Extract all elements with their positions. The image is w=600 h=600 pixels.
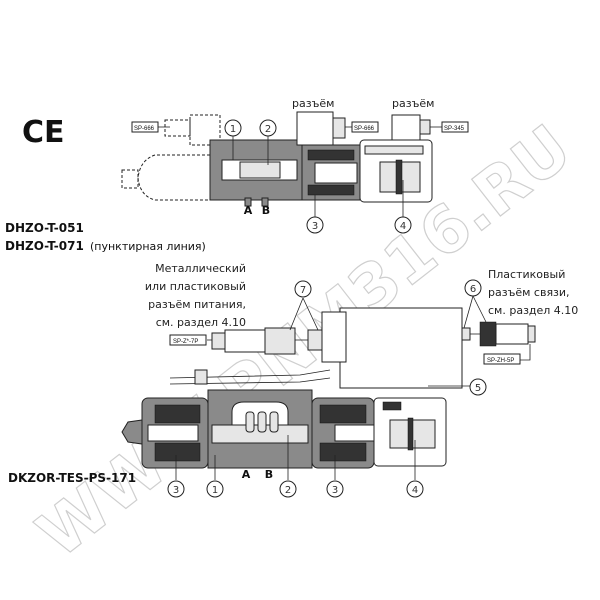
svg-text:3: 3 xyxy=(312,221,318,232)
port-a-bottom: A xyxy=(242,468,251,481)
comm-connector-text-3: см. раздел 4.10 xyxy=(488,304,578,317)
bottom-valve-drawing xyxy=(121,389,447,480)
ce-mark: CE xyxy=(22,115,65,150)
callout-1: 1 xyxy=(224,119,242,137)
callout-7: 7 xyxy=(294,280,312,298)
comm-connector-text-1: Пластиковый xyxy=(488,268,565,281)
part-tag-sp666-left: SP-666 xyxy=(131,121,159,133)
svg-text:SP-Z*-7P: SP-Z*-7P xyxy=(173,339,198,345)
callout-5: 5 xyxy=(469,378,487,396)
callout-bottom-4: 4 xyxy=(406,480,424,498)
callout-bottom-2: 2 xyxy=(279,480,297,498)
power-connector-text-1: Металлический xyxy=(155,262,246,275)
power-connector-text-3: разъём питания, xyxy=(148,298,246,311)
svg-text:1: 1 xyxy=(212,485,218,496)
power-connector-text-4: см. раздел 4.10 xyxy=(156,316,246,329)
svg-text:3: 3 xyxy=(332,485,338,496)
svg-text:7: 7 xyxy=(300,285,306,296)
callout-3: 3 xyxy=(306,216,324,234)
model-dkzor-tes-ps-171: DKZOR-TES-PS-171 xyxy=(8,471,136,485)
port-a-top: A xyxy=(244,204,253,217)
svg-text:SP-666: SP-666 xyxy=(134,126,155,132)
part-tag-sp666-right: SP-666 xyxy=(351,121,379,133)
callout-bottom-3-left: 3 xyxy=(167,480,185,498)
svg-text:4: 4 xyxy=(400,221,406,232)
model-dhzo-t-051: DHZO-T-051 xyxy=(5,221,84,235)
svg-text:SP-345: SP-345 xyxy=(444,126,465,132)
port-b-top: B xyxy=(262,204,270,217)
callout-4: 4 xyxy=(394,216,412,234)
part-tag-sp345: SP-345 xyxy=(441,121,469,133)
svg-text:6: 6 xyxy=(470,284,476,295)
svg-text:3: 3 xyxy=(173,485,179,496)
svg-text:SP-666: SP-666 xyxy=(354,126,375,132)
comm-connector-text-2: разъём связи, xyxy=(488,286,570,299)
connector-label-1: разъём xyxy=(292,97,334,110)
part-tag-sp-zh-5p: SP-ZH-5P xyxy=(483,353,521,365)
connector-label-2: разъём xyxy=(392,97,434,110)
electronics-drawing xyxy=(169,295,536,389)
svg-text:5: 5 xyxy=(475,383,481,394)
port-b-bottom: B xyxy=(265,468,273,481)
svg-text:1: 1 xyxy=(230,124,236,135)
callout-bottom-3-right: 3 xyxy=(326,480,344,498)
callout-2: 2 xyxy=(259,119,277,137)
part-tag-sp-z-7p: SP-Z*-7P xyxy=(169,334,207,346)
top-valve-drawing xyxy=(121,111,442,217)
callout-bottom-1: 1 xyxy=(206,480,224,498)
model-note: (пунктирная линия) xyxy=(90,240,206,253)
model-dhzo-t-071: DHZO-T-071 xyxy=(5,239,84,253)
callout-6: 6 xyxy=(464,279,482,297)
svg-text:4: 4 xyxy=(412,485,418,496)
svg-text:2: 2 xyxy=(285,485,291,496)
power-connector-text-2: или пластиковый xyxy=(145,280,246,293)
svg-text:SP-ZH-5P: SP-ZH-5P xyxy=(487,358,514,364)
svg-text:2: 2 xyxy=(265,124,271,135)
